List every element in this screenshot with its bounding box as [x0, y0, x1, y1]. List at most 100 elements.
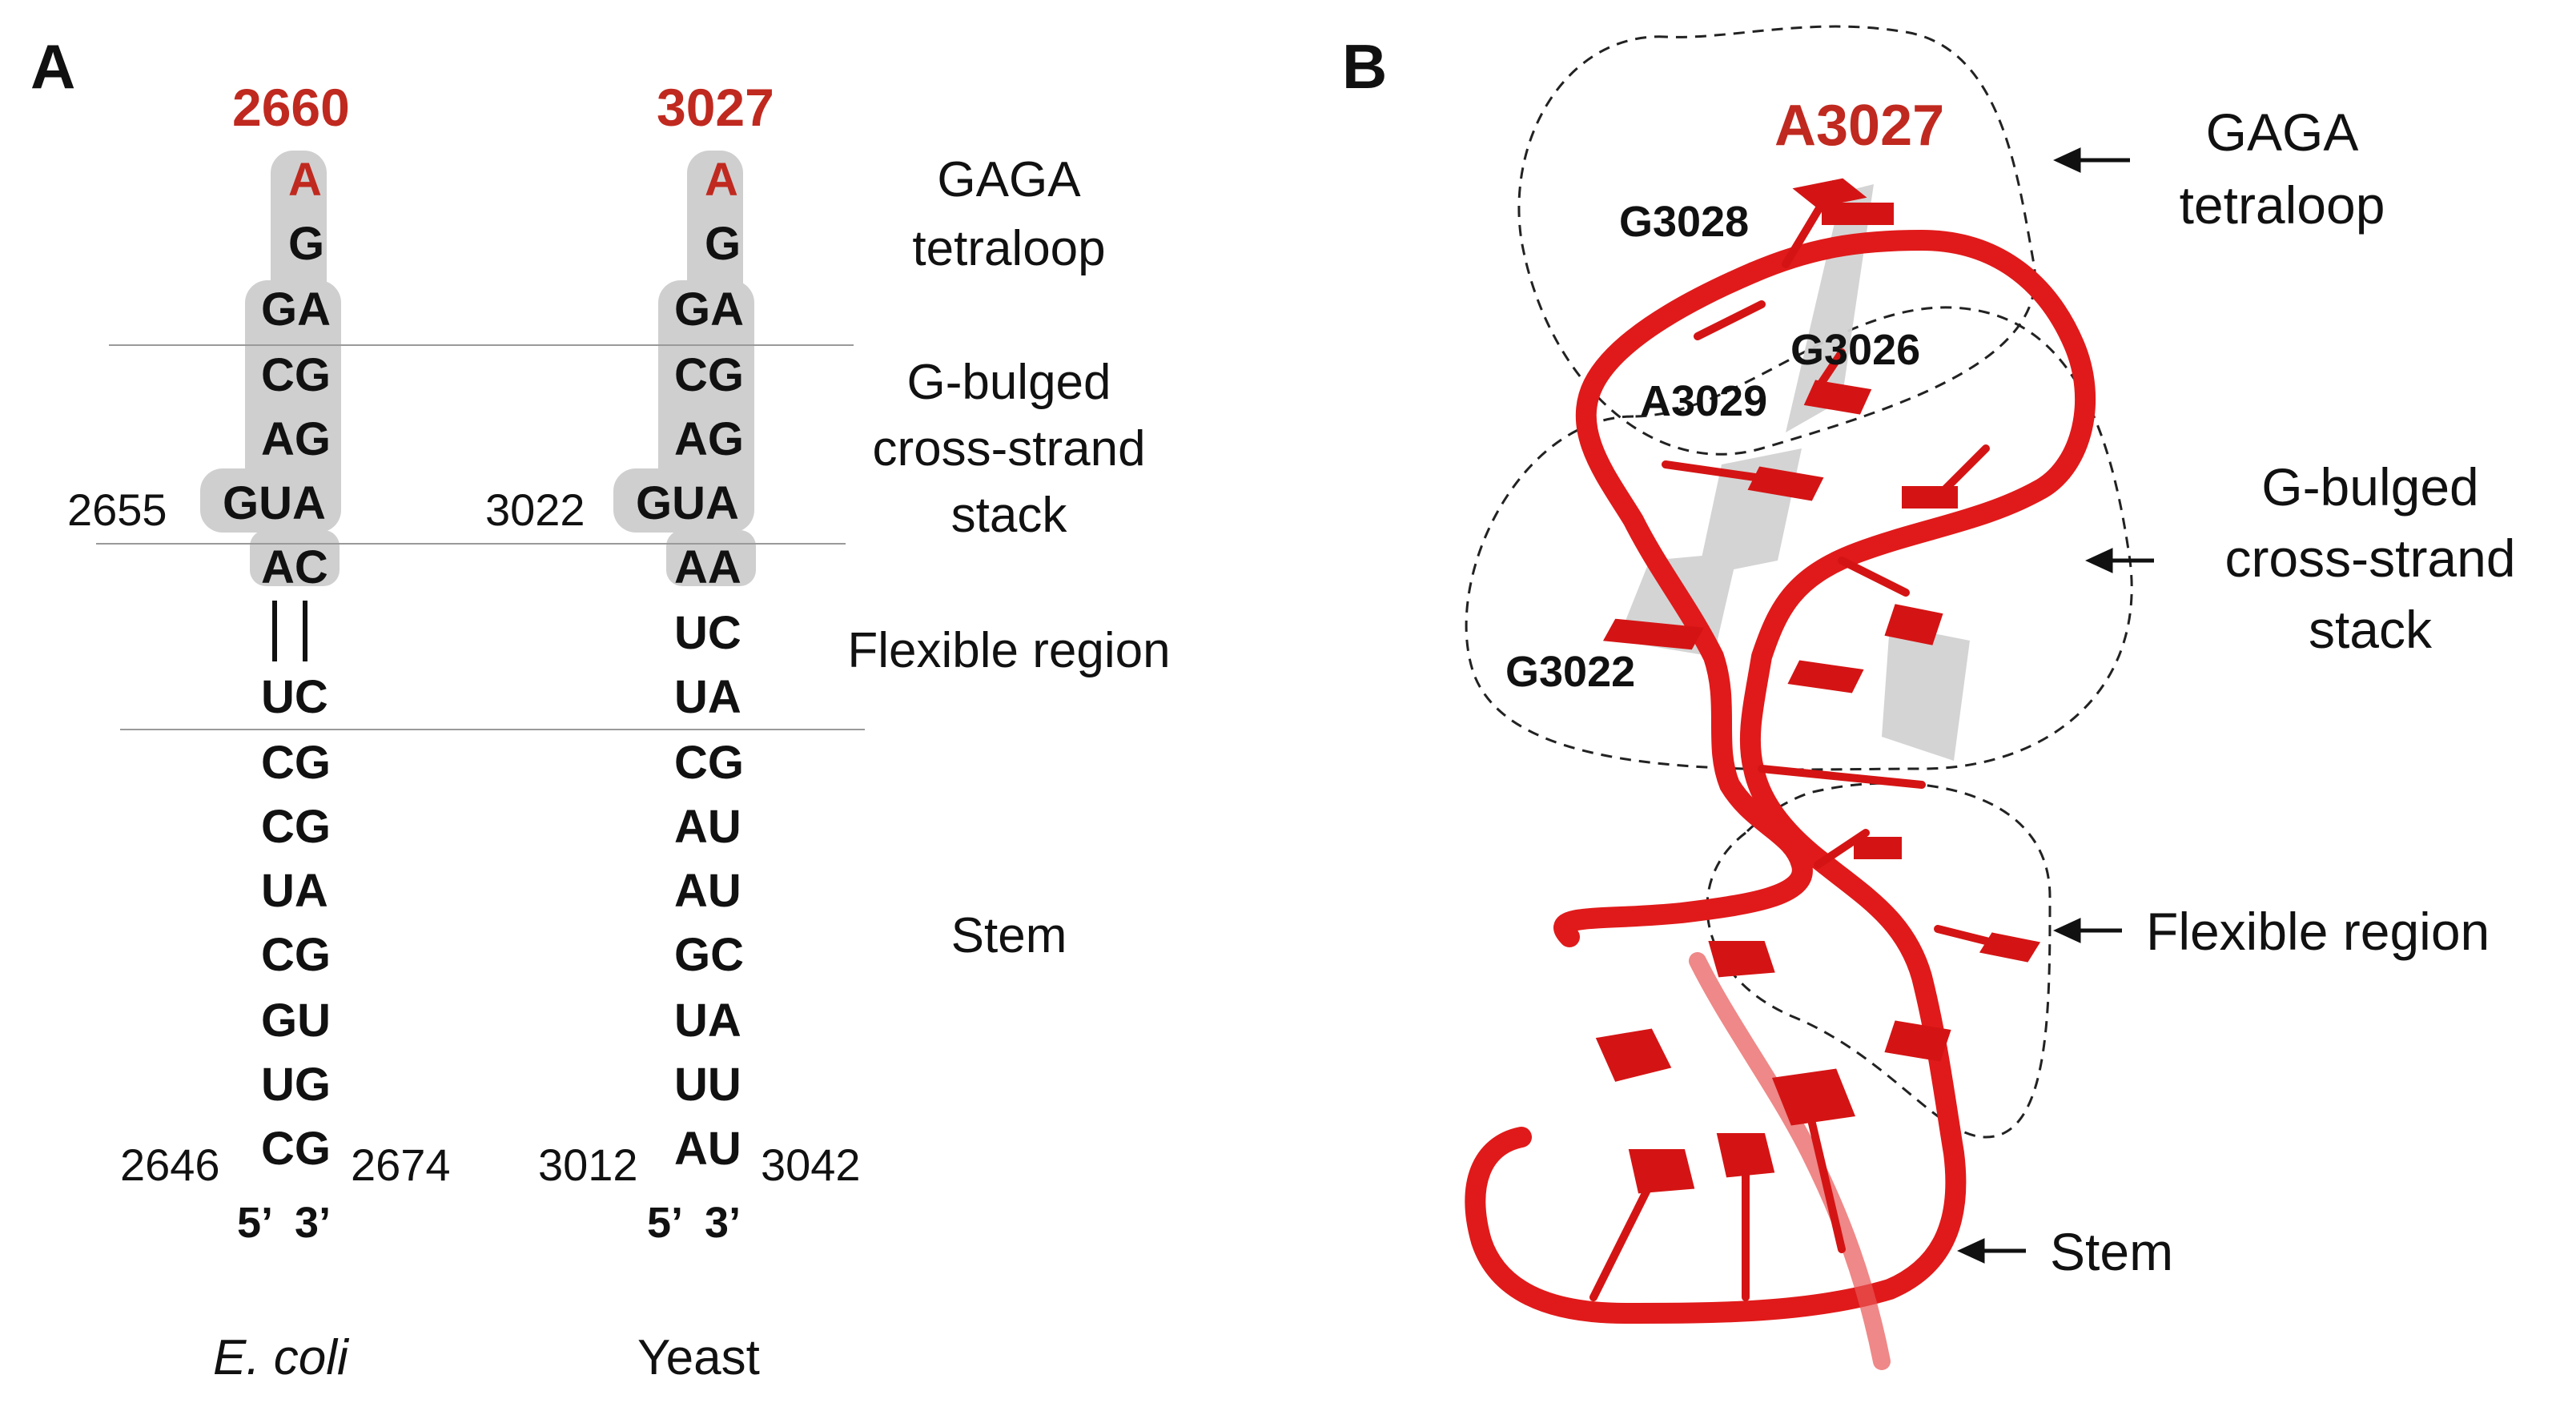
ecoli-pair-line-right: [303, 601, 307, 661]
b-label-tetraloop: GAGA tetraloop: [2146, 96, 2418, 242]
arrows: [1957, 147, 2154, 1264]
b-label-tetraloop-line2: tetraloop: [2179, 175, 2385, 235]
ecoli-loop-a: A: [288, 154, 322, 206]
yeast-row-10: GC: [674, 929, 744, 981]
ecoli-top-number: 2660: [232, 78, 350, 137]
a-label-stem: Stem: [950, 908, 1067, 963]
ecoli-pos-2655: 2655: [67, 484, 167, 535]
yeast-pos-3042: 3042: [761, 1140, 861, 1190]
arrow-bulge-head: [2085, 548, 2113, 573]
b-residue-g3022: G3022: [1505, 648, 1636, 696]
bulge-outline: [1465, 306, 2133, 771]
ecoli-row-0: GA: [261, 283, 331, 336]
tetraloop-outline: [1517, 25, 2036, 456]
ecoli-row-6: CG: [261, 737, 331, 789]
base-stick-11: [1589, 1181, 1654, 1301]
ecoli-pos-2674: 2674: [351, 1140, 451, 1190]
ecoli-row-10: GU: [261, 995, 331, 1047]
arrow-flexible-head: [2053, 918, 2081, 943]
yeast-row-3: GUA: [636, 477, 739, 529]
ecoli-ends: 5’ 3’: [237, 1199, 332, 1247]
backbone-faded-strand: [1689, 952, 1891, 1370]
b-label-stem: Stem: [2050, 1222, 2174, 1281]
bases: [1589, 178, 2041, 1301]
ecoli-row-3: GUA: [223, 477, 326, 529]
arrow-tetraloop-head: [2053, 147, 2081, 173]
ecoli-row-7: CG: [261, 801, 331, 853]
b-label-bulge-line2: cross-strand: [2224, 529, 2516, 589]
a-label-bulge-line2: cross-strand: [872, 421, 1146, 477]
yeast-row-4: AA: [674, 541, 741, 593]
base-ring-6: [1884, 604, 1943, 645]
base-stick-2: [1694, 300, 1766, 340]
backbone-descending: [1465, 854, 1967, 1324]
backbone: [1465, 230, 2096, 1370]
ecoli-highlight-ac: [250, 530, 340, 586]
ecoli-row-12: CG: [261, 1123, 331, 1175]
ecoli-pair-line-left: [272, 601, 277, 661]
yeast-highlight-aa: [666, 530, 756, 586]
b-residue-g3028: G3028: [1619, 198, 1750, 246]
yeast-row-12: UU: [674, 1059, 741, 1111]
backbone-upper-loop: [1739, 230, 2096, 875]
base-ring-5: [1902, 486, 1958, 509]
ecoli-row-8: UA: [261, 865, 328, 917]
ecoli-species-label: E. coli: [213, 1330, 348, 1385]
b-label-flexible: Flexible region: [2146, 902, 2490, 961]
yeast-row-8: AU: [674, 801, 741, 853]
ecoli-highlight-bulge: [200, 468, 341, 533]
base-ring-8: [1854, 837, 1902, 859]
b-label-bulge-line3: stack: [2308, 600, 2433, 660]
divider-tetraloop: [109, 344, 854, 346]
ecoli-row-4: AC: [261, 541, 328, 593]
stack-plane-4: [1882, 625, 1970, 761]
yeast-row-11: UA: [674, 995, 741, 1047]
yeast-row-0: GA: [674, 283, 744, 336]
a-label-bulge: G-bulged cross-strand stack: [825, 349, 1193, 549]
divider-flexible: [120, 729, 865, 730]
base-ring-g3028: [1822, 203, 1894, 225]
b-label-bulge-line1: G-bulged: [2261, 457, 2479, 517]
a-label-tetraloop: GAGA tetraloop: [881, 146, 1137, 283]
arrow-stem-head: [1957, 1238, 1985, 1264]
yeast-pos-3012: 3012: [538, 1140, 638, 1190]
base-ring-14: [1716, 1133, 1775, 1178]
base-ring-9: [1979, 932, 2041, 963]
base-stick-7: [1758, 765, 1926, 789]
a-label-bulge-line3: stack: [950, 488, 1067, 544]
b-residue-a3027: A3027: [1774, 94, 1945, 158]
yeast-row-13: AU: [674, 1123, 741, 1175]
base-ring-13: [1884, 1020, 1951, 1062]
yeast-row-5: UC: [674, 607, 741, 659]
base-ring-4: [1747, 466, 1824, 501]
flexible-outline: [1706, 782, 2052, 1139]
base-ring-a3027: [1792, 178, 1867, 208]
base-ring-12: [1771, 1068, 1856, 1126]
yeast-row-9: AU: [674, 865, 741, 917]
a-label-bulge-line1: G-bulged: [906, 355, 1111, 410]
a-label-tetraloop-line2: tetraloop: [912, 220, 1106, 276]
divider-bulge: [96, 543, 846, 545]
base-ring-7: [1787, 660, 1864, 693]
ecoli-loop-g: G: [288, 218, 325, 270]
base-ring-g3026: [1803, 380, 1872, 415]
ecoli-row-9: CG: [261, 929, 331, 981]
b-label-bulge: G-bulged cross-strand stack: [2178, 452, 2562, 665]
b-residue-a3029: A3029: [1640, 377, 1768, 425]
base-ring-g3022: [1602, 618, 1705, 650]
ecoli-row-2: AG: [261, 413, 331, 465]
yeast-row-2: AG: [674, 413, 744, 465]
ecoli-row-11: UG: [261, 1059, 331, 1111]
yeast-loop-a: A: [705, 154, 738, 206]
base-ring-11: [1595, 1028, 1672, 1082]
ecoli-row-1: CG: [261, 349, 331, 401]
ecoli-row-5: UC: [261, 671, 328, 723]
base-stick-3: [1814, 348, 1846, 392]
yeast-row-7: CG: [674, 737, 744, 789]
yeast-top-number: 3027: [657, 78, 774, 137]
region-outlines: [1465, 25, 2133, 1139]
a-label-tetraloop-line1: GAGA: [937, 152, 1081, 207]
yeast-highlight-bulge: [613, 468, 754, 533]
backbone-main: [1553, 262, 1813, 947]
a-label-flexible: Flexible region: [847, 623, 1171, 678]
